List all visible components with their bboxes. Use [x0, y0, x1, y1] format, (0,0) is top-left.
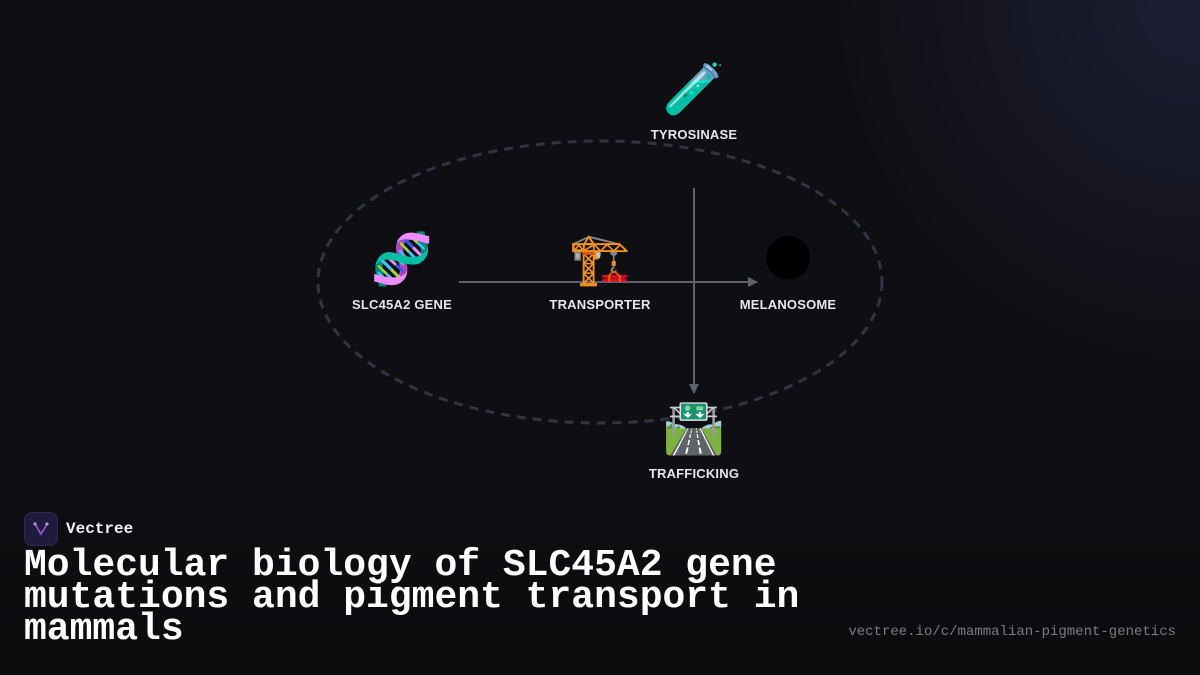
- brand[interactable]: Vectree: [24, 512, 133, 546]
- node-trafficking: 🛣️ TRAFFICKING: [604, 400, 784, 481]
- dna-icon: 🧬: [370, 230, 434, 288]
- source-url[interactable]: vectree.io/c/mammalian-pigment-genetics: [848, 624, 1176, 640]
- motorway-icon: 🛣️: [662, 399, 726, 457]
- node-label: SLC45A2 GENE: [352, 297, 452, 312]
- vectree-logo-icon: [24, 512, 58, 546]
- node-slc45a2-gene: 🧬 SLC45A2 GENE: [312, 231, 492, 312]
- node-label: TRANSPORTER: [549, 297, 651, 312]
- node-label: TYROSINASE: [650, 127, 738, 142]
- cycle-ellipse: [316, 139, 884, 425]
- new-moon-icon: 🌑: [761, 230, 815, 288]
- construction-crane-icon: 🏗️: [568, 230, 632, 288]
- node-transporter: 🏗️ TRANSPORTER: [510, 231, 690, 312]
- test-tube-icon: 🧪: [662, 60, 726, 118]
- node-tyrosinase: 🧪 TYROSINASE: [604, 61, 784, 142]
- page-title: Molecular biology of SLC45A2 gene mutati…: [24, 544, 800, 651]
- node-label: TRAFFICKING: [648, 466, 740, 481]
- node-melanosome: 🌑 MELANOSOME: [698, 231, 878, 312]
- node-label: MELANOSOME: [739, 297, 837, 312]
- brand-name: Vectree: [66, 520, 134, 538]
